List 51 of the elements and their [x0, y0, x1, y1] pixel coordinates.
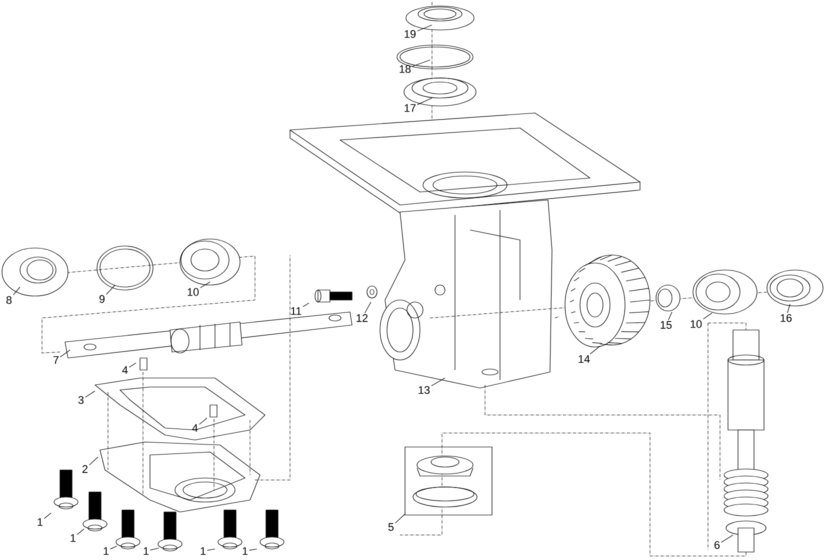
leader-line — [198, 418, 208, 425]
leader-line — [720, 534, 734, 543]
callout-number: 5 — [388, 523, 394, 531]
callout-number: 8 — [6, 296, 12, 304]
leader-line — [106, 284, 116, 295]
leader-line — [128, 362, 136, 368]
leader-line — [150, 548, 160, 550]
callout-number: 19 — [404, 30, 416, 38]
callout-number: 3 — [78, 396, 84, 404]
callout-number: 18 — [400, 65, 411, 73]
callout-number: 16 — [780, 314, 792, 322]
callout-number: 6 — [714, 541, 720, 549]
callout-number: 14 — [578, 355, 590, 363]
leader-line — [84, 390, 96, 398]
callout-number: 1 — [242, 547, 248, 555]
leader-line — [88, 456, 98, 466]
callout-number: 1 — [104, 547, 109, 555]
leader-line — [431, 378, 446, 386]
leader-line — [60, 350, 70, 358]
leader-line — [110, 546, 118, 550]
leader-line — [76, 528, 84, 535]
callout-number: 17 — [404, 104, 416, 112]
callout-number: 9 — [99, 295, 105, 303]
leader-line — [248, 548, 258, 551]
leader-line — [206, 548, 216, 551]
callout-number: 15 — [660, 321, 672, 329]
leader-line — [417, 24, 432, 32]
leader-line — [787, 304, 790, 314]
leader-line — [394, 514, 406, 524]
leader-line — [590, 346, 600, 354]
callout-number: 4 — [122, 366, 128, 374]
leader-line — [417, 98, 432, 105]
leader-line — [200, 282, 210, 288]
callout-number: 7 — [54, 356, 58, 364]
callout-number: 11 — [291, 307, 302, 315]
callout-number: 1 — [38, 518, 43, 526]
callout-number: 2 — [82, 465, 88, 473]
leader-line — [12, 286, 20, 296]
callout-number: 1 — [70, 534, 76, 542]
callout-number: 10 — [690, 320, 702, 328]
callout-number: 1 — [144, 547, 149, 555]
leader-line — [668, 312, 672, 320]
callout-number: 10 — [188, 288, 199, 296]
callout-number: 12 — [356, 314, 368, 322]
leader-line — [412, 60, 430, 67]
leader-line — [44, 512, 52, 519]
leader-line — [703, 312, 712, 320]
leader-line — [364, 302, 372, 314]
leader-line — [302, 302, 310, 308]
callout-number: 13 — [418, 386, 430, 394]
callout-number: 1 — [200, 547, 206, 555]
